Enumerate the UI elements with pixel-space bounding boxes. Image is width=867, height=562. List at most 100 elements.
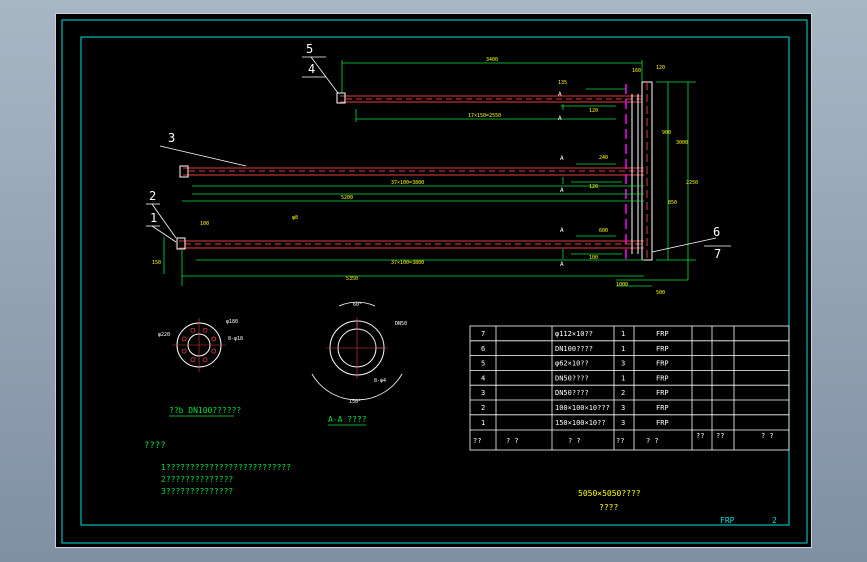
bolt-hole [211,348,217,354]
dim-length-bot: 5350 [346,276,358,282]
section-mark-a3: A [560,155,564,162]
dim-pitch-bot: 37×100=3800 [391,260,424,266]
end-cap-top [336,92,346,104]
dim-2250: 2250 [686,180,698,186]
drawing-name: 5050×5050???? [578,489,641,498]
bolt-hole [202,327,208,333]
dim-phi: φ8 [292,215,298,221]
bom-cell-spec: 150×100×10?? [555,419,606,427]
pipe-top [336,92,642,104]
inner-frame [80,36,790,526]
section-angle: 60° [353,302,362,308]
callout-2: 2 [149,189,156,203]
dim-100-bot: 100 [589,255,598,261]
bom-cell-qty: 3 [621,404,625,412]
section-mark-a4: A [560,187,564,194]
callout-5: 5 [306,42,313,56]
bom-cell-qty: 3 [621,419,625,427]
dim-900: 900 [662,130,671,136]
bom-cell-mat: FRP [656,330,669,338]
callout-leaders [146,56,731,253]
flange-od: φ220 [158,332,170,338]
dim-pitch-mid: 37×100=3800 [391,180,424,186]
dim-length-mid: 5200 [341,195,353,201]
bom-cell-mat: FRP [656,374,669,382]
bom-cell-mat: FRP [656,360,669,368]
callout-4: 4 [308,62,315,76]
section-mark-a6: A [560,261,564,268]
bom-cell-qty: 1 [621,374,625,382]
bom-cell-spec: DN50???? [555,389,589,397]
dim-100: 100 [200,221,209,227]
bolt-hole [211,336,217,342]
bom-header-mat: ? ? [646,437,659,445]
bom-cell-no: 2 [481,404,485,412]
pipe-bottom [176,237,644,250]
dim-1000: 1000 [616,282,628,288]
end-cap-bottom [176,237,186,250]
bom-header-no: ?? [473,437,481,445]
callout-7: 7 [714,247,721,261]
pipe-middle [179,165,644,178]
section-od: DN50 [395,321,407,327]
callout-1: 1 [150,211,157,225]
bom-cell-spec: DN50???? [555,374,589,382]
bom-cell-spec: φ112×10?? [555,330,593,338]
bom-cell-qty: 2 [621,389,625,397]
bom-header-c: ? ? [761,432,774,440]
dim-120b: 120 [589,108,598,114]
dim-3000: 3000 [676,140,688,146]
bom-header-b: ?? [716,432,724,440]
section-mark-a2: A [558,115,562,122]
dimension-lines [163,60,696,287]
bolt-hole [190,357,196,363]
title-material: FRP [720,516,735,525]
bom-header-qty: ?? [616,437,624,445]
note-line-1: 1?????????????????????????? [161,463,291,472]
bolt-hole [190,327,196,333]
note-line-3: 3?????????????? [161,487,233,496]
section-bottom-angle: 150° [349,399,361,405]
bom-header-name: ? ? [506,437,519,445]
header-pipe [625,81,653,264]
bom-table [469,325,790,451]
bom-cell-no: 4 [481,374,485,382]
bom-cell-mat: FRP [656,345,669,353]
bom-cell-no: 5 [481,360,485,368]
bom-cell-no: 7 [481,330,485,338]
notes-heading: ???? [144,441,166,451]
bom-cell-mat: FRP [656,419,669,427]
bom-cell-spec: 100×100×10??? [555,404,610,412]
dim-120-mid: 120 [589,184,598,190]
dim-150: 150 [152,260,161,266]
section-mark-a1: A [558,91,562,98]
dim-135: 135 [558,80,567,86]
bolt-hole [181,348,187,354]
section-holes: 8-φ4 [374,378,386,384]
bom-header-spec: ? ? [568,437,581,445]
bom-cell-no: 3 [481,389,485,397]
dim-pitch-top: 17×150=2550 [468,113,501,119]
outer-frame [61,19,808,544]
cad-viewport[interactable]: 5 4 3 2 1 6 7 3400 17×150=2550 37×100=38… [55,13,812,548]
callout-3: 3 [168,131,175,145]
flange-title: ??b DN100?????? [169,406,241,415]
bom-cell-mat: FRP [656,389,669,397]
bom-cell-no: 1 [481,419,485,427]
bom-cell-qty: 1 [621,330,625,338]
engineering-drawing: 5 4 3 2 1 6 7 3400 17×150=2550 37×100=38… [61,19,808,544]
bom-cell-qty: 3 [621,360,625,368]
title-sheet: 2 [772,516,777,525]
bolt-hole [202,357,208,363]
bom-cell-qty: 1 [621,345,625,353]
dim-160: 160 [632,68,641,74]
dim-120: 120 [656,65,665,71]
note-line-2: 2?????????????? [161,475,233,484]
end-cap-middle [179,165,189,178]
callout-6: 6 [713,225,720,239]
section-mark-a5: A [560,227,564,234]
bom-header-a: ?? [696,432,704,440]
dim-850: 850 [668,200,677,206]
dim-500: 500 [656,290,665,296]
dim-top-length: 3400 [486,57,498,63]
